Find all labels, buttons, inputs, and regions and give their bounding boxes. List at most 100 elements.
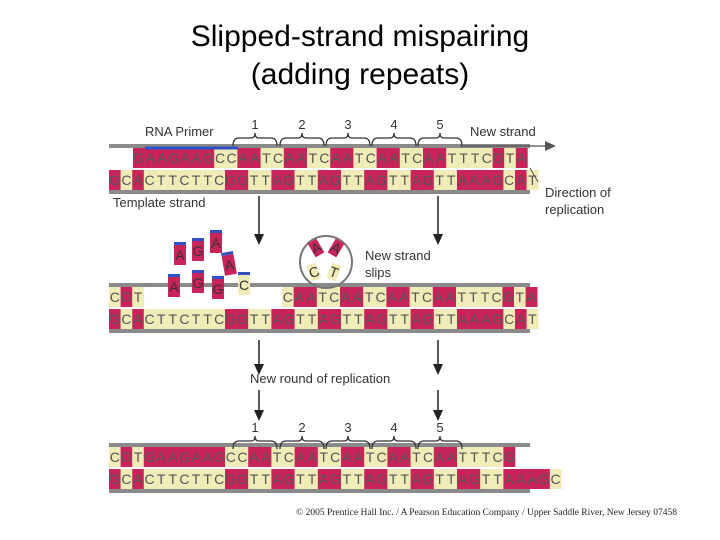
base-cell [306, 170, 319, 190]
base-cell [329, 170, 342, 190]
base-cell [109, 170, 121, 190]
direction-label-line-1: Direction of [545, 185, 611, 200]
base-cell [190, 309, 203, 329]
base-letter: C [214, 311, 224, 327]
repeat-brace [417, 435, 463, 450]
base-cell [329, 469, 342, 489]
base-cell [318, 148, 331, 168]
base-letter: A [458, 471, 468, 487]
base-letter: C [284, 449, 294, 465]
base-cell [201, 170, 214, 190]
base-letter: T [203, 311, 212, 327]
base-letter: T [308, 172, 317, 188]
base-cell [190, 469, 203, 489]
base-letter: T [435, 471, 444, 487]
repeat-brace [232, 132, 278, 147]
base-cell [271, 170, 284, 190]
base-cell [445, 469, 458, 489]
base-letter: A [365, 172, 375, 188]
base-letter: G [376, 172, 387, 188]
base-letter: C [179, 311, 189, 327]
base-letter: T [192, 471, 201, 487]
base-cell [490, 287, 503, 307]
base-cell [457, 170, 469, 190]
base-cell [155, 447, 168, 467]
base-cell [225, 469, 237, 489]
base-cell [526, 309, 539, 329]
base-letter: G [214, 449, 225, 465]
base-cell [491, 447, 504, 467]
base-letter: G [423, 172, 434, 188]
base-letter: A [273, 172, 283, 188]
base-cell [387, 447, 400, 467]
base-letter: T [296, 471, 305, 487]
base-letter: G [283, 311, 294, 327]
base-letter: A [353, 289, 363, 305]
base-letter: A [458, 172, 468, 188]
base-cell [526, 170, 539, 190]
base-cell [504, 148, 517, 168]
base-letter: C [273, 150, 283, 166]
base-letter: G [225, 311, 236, 327]
base-letter: G [237, 311, 248, 327]
base-letter: G [376, 311, 387, 327]
down-arrow-left-3 [254, 390, 264, 421]
base-letter: C [283, 289, 293, 305]
base-cell [317, 469, 330, 489]
base-letter: C [179, 471, 189, 487]
base-letter: A [319, 471, 329, 487]
base-cell [260, 148, 273, 168]
base-cell [259, 170, 272, 190]
base-cell [432, 287, 445, 307]
base-letter: T [482, 471, 491, 487]
backbone-bottom [109, 489, 530, 493]
base-cell [457, 309, 469, 329]
title-line-2: (adding repeats) [250, 58, 470, 91]
base-cell [294, 469, 307, 489]
base-cell [365, 148, 377, 168]
base-letter: T [203, 471, 212, 487]
free-nucleotide: G [192, 238, 204, 261]
base-cell [248, 170, 261, 190]
base-letter: G [109, 471, 120, 487]
new-strand-label: New strand [470, 124, 536, 139]
base-cell [109, 469, 121, 489]
base-letter: T [343, 311, 352, 327]
base-letter: A [517, 150, 527, 166]
base-letter: T [157, 172, 166, 188]
base-cell [410, 447, 423, 467]
base-letter: G [492, 311, 503, 327]
base-cell [525, 287, 538, 307]
base-cell [480, 309, 493, 329]
base-letter: C [329, 289, 339, 305]
base-letter: A [388, 289, 398, 305]
base-letter: T [412, 449, 421, 465]
base-cell [132, 469, 145, 489]
base-letter: C [145, 311, 155, 327]
base-letter: A [331, 150, 341, 166]
base-cell [191, 148, 203, 168]
loop-base-letter: A [308, 238, 325, 257]
base-cell [374, 287, 387, 307]
base-cell [468, 170, 481, 190]
base-cell [410, 309, 423, 329]
free-nucleotide: G [212, 276, 224, 299]
base-letter: C [504, 311, 514, 327]
new-round-label: New round of replication [250, 371, 390, 386]
base-cell [143, 170, 156, 190]
base-cell [341, 148, 354, 168]
base-letter: A [516, 172, 526, 188]
base-letter: A [528, 471, 538, 487]
base-cell [375, 447, 388, 467]
repeat-number: 3 [344, 117, 351, 132]
base-letter: G [469, 471, 480, 487]
base-letter: T [401, 150, 410, 166]
template-strand-label: Template strand [113, 195, 206, 210]
base-letter: T [309, 150, 318, 166]
repeat-number: 1 [251, 420, 258, 435]
base-cell [248, 469, 261, 489]
base-letter: C [121, 172, 131, 188]
base-letter: G [109, 311, 120, 327]
backbone-bottom [109, 190, 530, 194]
